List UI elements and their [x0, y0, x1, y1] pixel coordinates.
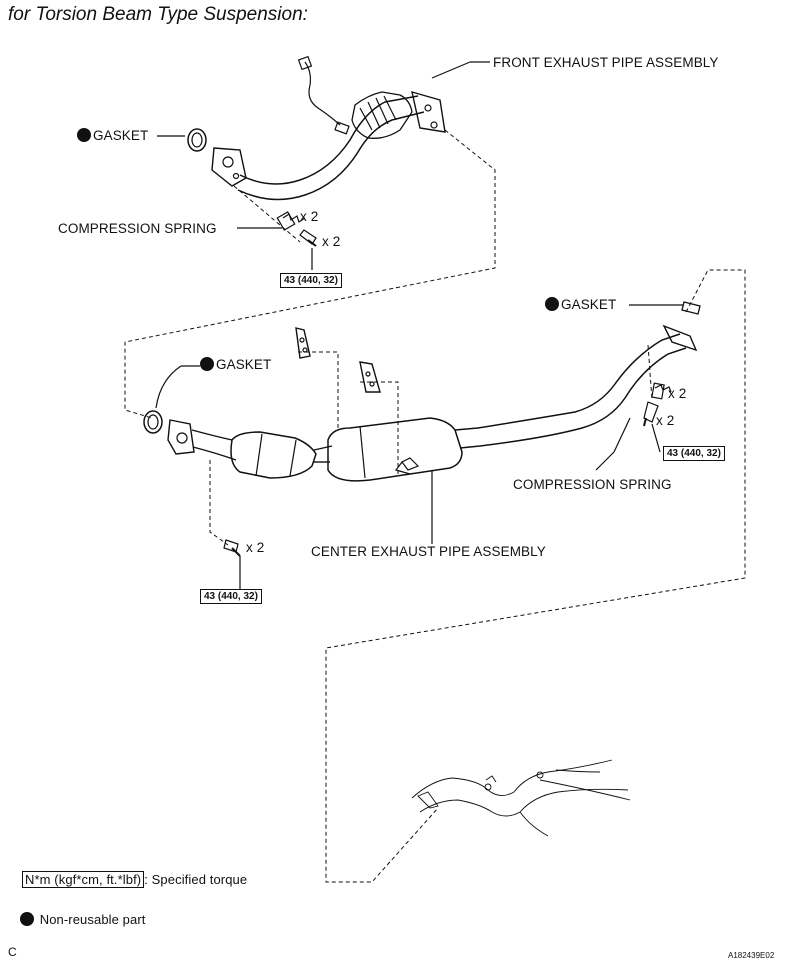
footer-code: C — [8, 945, 17, 959]
label-compression-spring-front: COMPRESSION SPRING — [58, 221, 217, 236]
nonreusable-icon — [20, 912, 34, 926]
label-qty-spring-front: x 2 — [300, 209, 319, 224]
label-front-exhaust-pipe-assembly: FRONT EXHAUST PIPE ASSEMBLY — [493, 55, 719, 70]
label-center-exhaust-pipe-assembly: CENTER EXHAUST PIPE ASSEMBLY — [311, 544, 546, 559]
page-title: for Torsion Beam Type Suspension: — [8, 4, 308, 25]
center-exhaust-pipe — [167, 324, 698, 482]
label-qty-bolt-rear: x 2 — [656, 413, 675, 428]
figure-id: A182439E02 — [728, 951, 775, 960]
hanger-1 — [295, 327, 311, 359]
torque-box-front: 43 (440, 32) — [280, 273, 342, 288]
legend-nonreusable-text: Non-reusable part — [39, 912, 146, 927]
front-exhaust-pipe — [211, 55, 446, 201]
label-gasket-front: GASKET — [77, 128, 148, 143]
label-gasket-front-text: GASKET — [93, 128, 149, 143]
gasket-center-part — [143, 410, 163, 434]
torque-box-center: 43 (440, 32) — [200, 589, 262, 604]
vehicle-overview-sketch — [411, 759, 631, 837]
nonreusable-icon — [200, 357, 214, 371]
label-gasket-center-text: GASKET — [216, 357, 272, 372]
center-bolt — [223, 539, 241, 557]
front-spring-bolt — [276, 211, 317, 247]
label-qty-bolt-front: x 2 — [322, 234, 341, 249]
label-compression-spring-rear: COMPRESSION SPRING — [513, 477, 672, 492]
legend-torque-unit: N*m (kgf*cm, ft.*lbf) — [22, 871, 145, 888]
legend-nonreusable: Non-reusable part — [20, 912, 145, 927]
label-qty-spring-rear: x 2 — [668, 386, 687, 401]
gasket-front-part — [187, 128, 207, 152]
legend-torque: N*m (kgf*cm, ft.*lbf): Specified torque — [22, 871, 248, 888]
legend-torque-desc: : Specified torque — [144, 872, 248, 887]
label-qty-bolt-center: x 2 — [246, 540, 265, 555]
label-gasket-rear: GASKET — [545, 297, 616, 312]
gasket-rear-part — [681, 301, 701, 315]
label-gasket-rear-text: GASKET — [561, 297, 617, 312]
nonreusable-icon — [545, 297, 559, 311]
label-gasket-center: GASKET — [200, 357, 271, 372]
nonreusable-icon — [77, 128, 91, 142]
rear-spring-bolt — [643, 382, 672, 427]
torque-box-rear: 43 (440, 32) — [663, 446, 725, 461]
hanger-2 — [359, 361, 381, 393]
